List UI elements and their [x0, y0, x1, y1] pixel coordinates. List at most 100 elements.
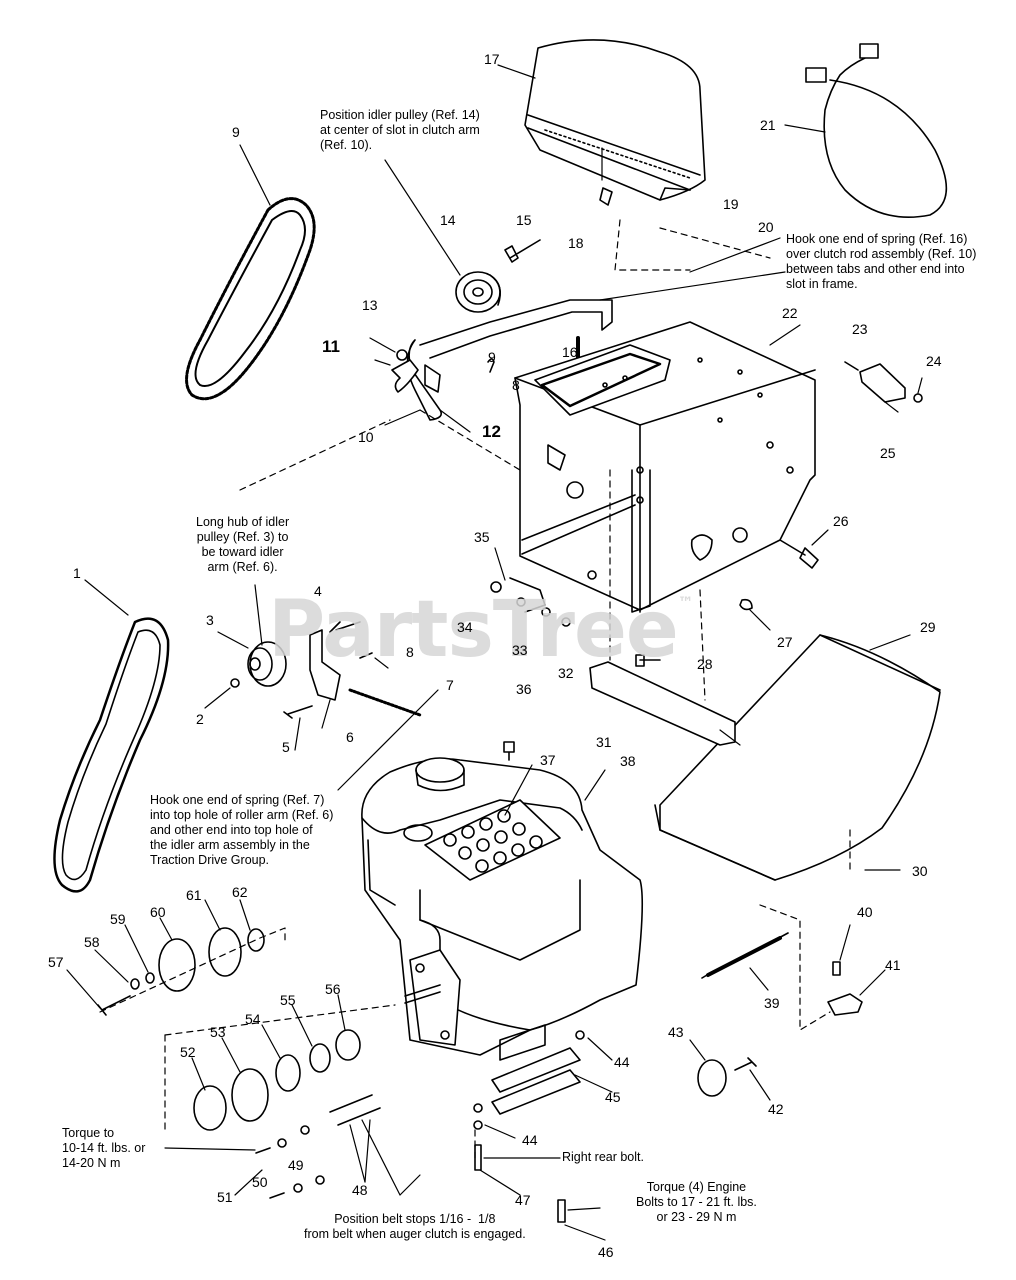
note-right-rear-bolt: Right rear bolt.: [562, 1150, 644, 1164]
callout-35: 35: [474, 529, 490, 545]
callout-61: 61: [186, 887, 202, 903]
callout-8a: 8: [512, 377, 520, 393]
hub-part-56: [335, 1029, 361, 1061]
callout-30: 30: [912, 863, 928, 879]
callout-11: 11: [322, 337, 340, 356]
callout-57: 57: [48, 954, 64, 970]
bolt-part-5: [283, 705, 313, 719]
callout-28: 28: [697, 656, 713, 672]
nut-part-13: [396, 349, 408, 361]
note-torque-left: Torque to 10-14 ft. lbs. or 14-20 N m: [62, 1126, 146, 1170]
callout-46: 46: [598, 1244, 614, 1260]
pulley-part-52: [193, 1085, 227, 1131]
pulley-part-60: [158, 938, 196, 992]
bolt-part-15: [504, 239, 541, 263]
bolt-part-27: [739, 598, 753, 611]
callout-7: 7: [446, 677, 454, 693]
pulley-part-61: [208, 927, 242, 977]
leader-lines: [66, 64, 923, 1241]
callout-10: 10: [358, 429, 374, 445]
frame-part-22: [514, 321, 816, 613]
callout-55: 55: [280, 992, 296, 1008]
lever-part-11: [391, 359, 419, 393]
callout-38: 38: [620, 753, 636, 769]
callout-12: 12: [482, 422, 501, 441]
callout-40: 40: [857, 904, 873, 920]
bolt-part-51: [255, 1147, 271, 1154]
arm-part-6: [309, 629, 341, 701]
washer-part-58: [130, 978, 140, 990]
shield-part-29: [654, 634, 941, 881]
callout-24: 24: [926, 353, 942, 369]
callout-54: 54: [245, 1011, 261, 1027]
callout-56: 56: [325, 981, 341, 997]
callout-51: 51: [217, 1189, 233, 1205]
callout-60: 60: [150, 904, 166, 920]
callout-21: 21: [760, 117, 776, 133]
bracket-part-31: [589, 661, 736, 746]
washer-part-32b: [587, 570, 597, 580]
callout-39: 39: [764, 995, 780, 1011]
washer-part-33a: [516, 597, 526, 607]
callout-19: 19: [723, 196, 739, 212]
belt-stop-part-48: [329, 1094, 381, 1126]
callout-34: 34: [457, 619, 473, 635]
washer-part-44c: [473, 1120, 483, 1130]
note-spring-7: Hook one end of spring (Ref. 7) into top…: [150, 793, 334, 867]
callout-23: 23: [852, 321, 868, 337]
note-long-hub: Long hub of idler pulley (Ref. 3) to be …: [196, 515, 290, 574]
callout-62: 62: [232, 884, 248, 900]
callout-58: 58: [84, 934, 100, 950]
engine-part-38: [361, 757, 644, 1061]
bolt-part-26: [779, 539, 819, 569]
callout-14: 14: [440, 212, 456, 228]
cotter-pin-part-8a: [487, 358, 495, 373]
v-belt-part-1: [53, 617, 170, 893]
bolt-part-47: [474, 1144, 482, 1171]
rod-part-35: [509, 577, 546, 613]
callout-17: 17: [484, 51, 500, 67]
callout-52: 52: [180, 1044, 196, 1060]
idler-pulley-part-14: [455, 271, 501, 313]
washer-part-44b: [473, 1103, 483, 1113]
callout-59: 59: [110, 911, 126, 927]
callout-2: 2: [196, 711, 204, 727]
callout-16: 16: [562, 344, 578, 360]
hub-part-55: [309, 1043, 331, 1073]
callout-6: 6: [346, 729, 354, 745]
callout-9b: 9: [488, 349, 496, 365]
callout-31: 31: [596, 734, 612, 750]
knob-part-43: [697, 1059, 727, 1097]
alignment-lines: [99, 219, 851, 1161]
callout-48: 48: [352, 1182, 368, 1198]
callout-49: 49: [288, 1157, 304, 1173]
callout-53: 53: [210, 1024, 226, 1040]
callout-13: 13: [362, 297, 378, 313]
washer-part-50: [277, 1138, 287, 1148]
callout-3: 3: [206, 612, 214, 628]
callout-29: 29: [920, 619, 936, 635]
callout-45: 45: [605, 1089, 621, 1105]
callout-41: 41: [885, 957, 901, 973]
callout-5: 5: [282, 739, 290, 755]
callout-44b: 44: [522, 1132, 538, 1148]
washer-part-33b: [541, 607, 551, 617]
callout-8b: 8: [406, 644, 414, 660]
wire-harness-part-21: [805, 43, 948, 218]
callout-1: 1: [73, 565, 81, 581]
washer-part-32: [561, 617, 571, 627]
shaft-end-part-39: [701, 932, 789, 979]
callout-42: 42: [768, 1101, 784, 1117]
screw-part-42: [734, 1057, 757, 1071]
note-idler-pulley-position: Position idler pulley (Ref. 14) at cente…: [320, 108, 480, 152]
washer-part-50b: [293, 1183, 303, 1193]
callout-33: 33: [512, 642, 528, 658]
watermark: PartsTree™: [268, 585, 694, 675]
note-belt-stops: Position belt stops 1/16 - 1/8 from belt…: [304, 1212, 526, 1241]
bolt-part-28: [635, 654, 661, 667]
callout-18: 18: [568, 235, 584, 251]
washer-part-2: [230, 678, 240, 688]
washer-part-49: [300, 1125, 310, 1135]
callout-37: 37: [540, 752, 556, 768]
